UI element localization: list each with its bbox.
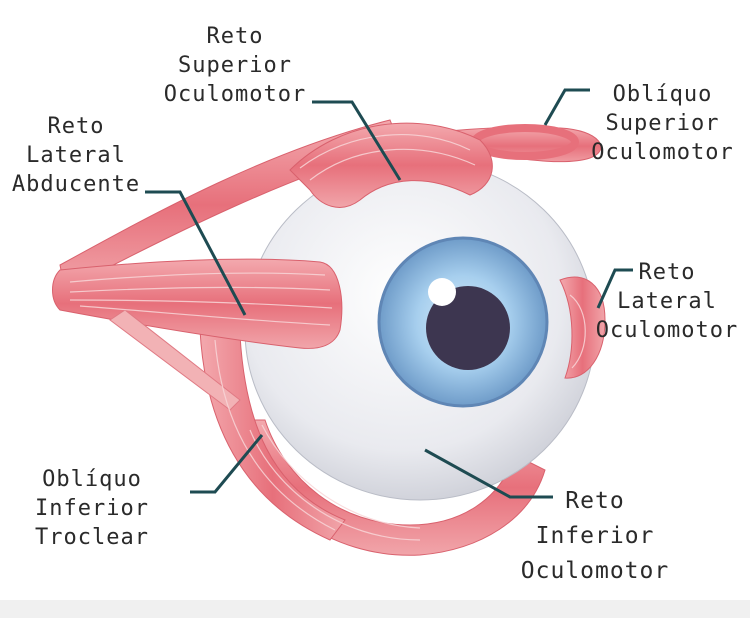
reto-lateral-abducente-muscle: [52, 258, 343, 349]
leader-reto-inferior: [424, 448, 553, 499]
eye-highlight: [428, 278, 456, 306]
bottom-strip: [0, 600, 750, 618]
label-obliquo-inferior: Oblíquo Inferior Troclear: [35, 467, 149, 550]
label-reto-inferior: Reto Inferior Oculomotor: [520, 488, 670, 584]
leader-reto-superior: [312, 100, 402, 181]
label-reto-lateral-abducente: Reto Lateral Abducente: [11, 114, 141, 197]
leader-reto-lateral-abducente: [145, 190, 247, 316]
lower-apex-band: [109, 309, 241, 411]
muscle-fibers: [69, 134, 586, 541]
label-reto-superior: Reto Superior Oculomotor: [163, 24, 307, 107]
reto-lateral-oculomotor-muscle: [559, 276, 606, 379]
label-obliquo-superior: Oblíquo Superior Oculomotor: [591, 82, 734, 165]
label-reto-lateral-oculomotor: Reto Lateral Oculomotor: [595, 260, 739, 343]
leader-lines: [145, 88, 633, 499]
leader-obliquo-superior: [543, 88, 590, 126]
obliquo-inferior-muscle: [199, 329, 346, 541]
pupil: [426, 286, 510, 370]
leader-obliquo-inferior: [190, 434, 264, 494]
leader-reto-lateral-oculomotor: [596, 268, 633, 309]
